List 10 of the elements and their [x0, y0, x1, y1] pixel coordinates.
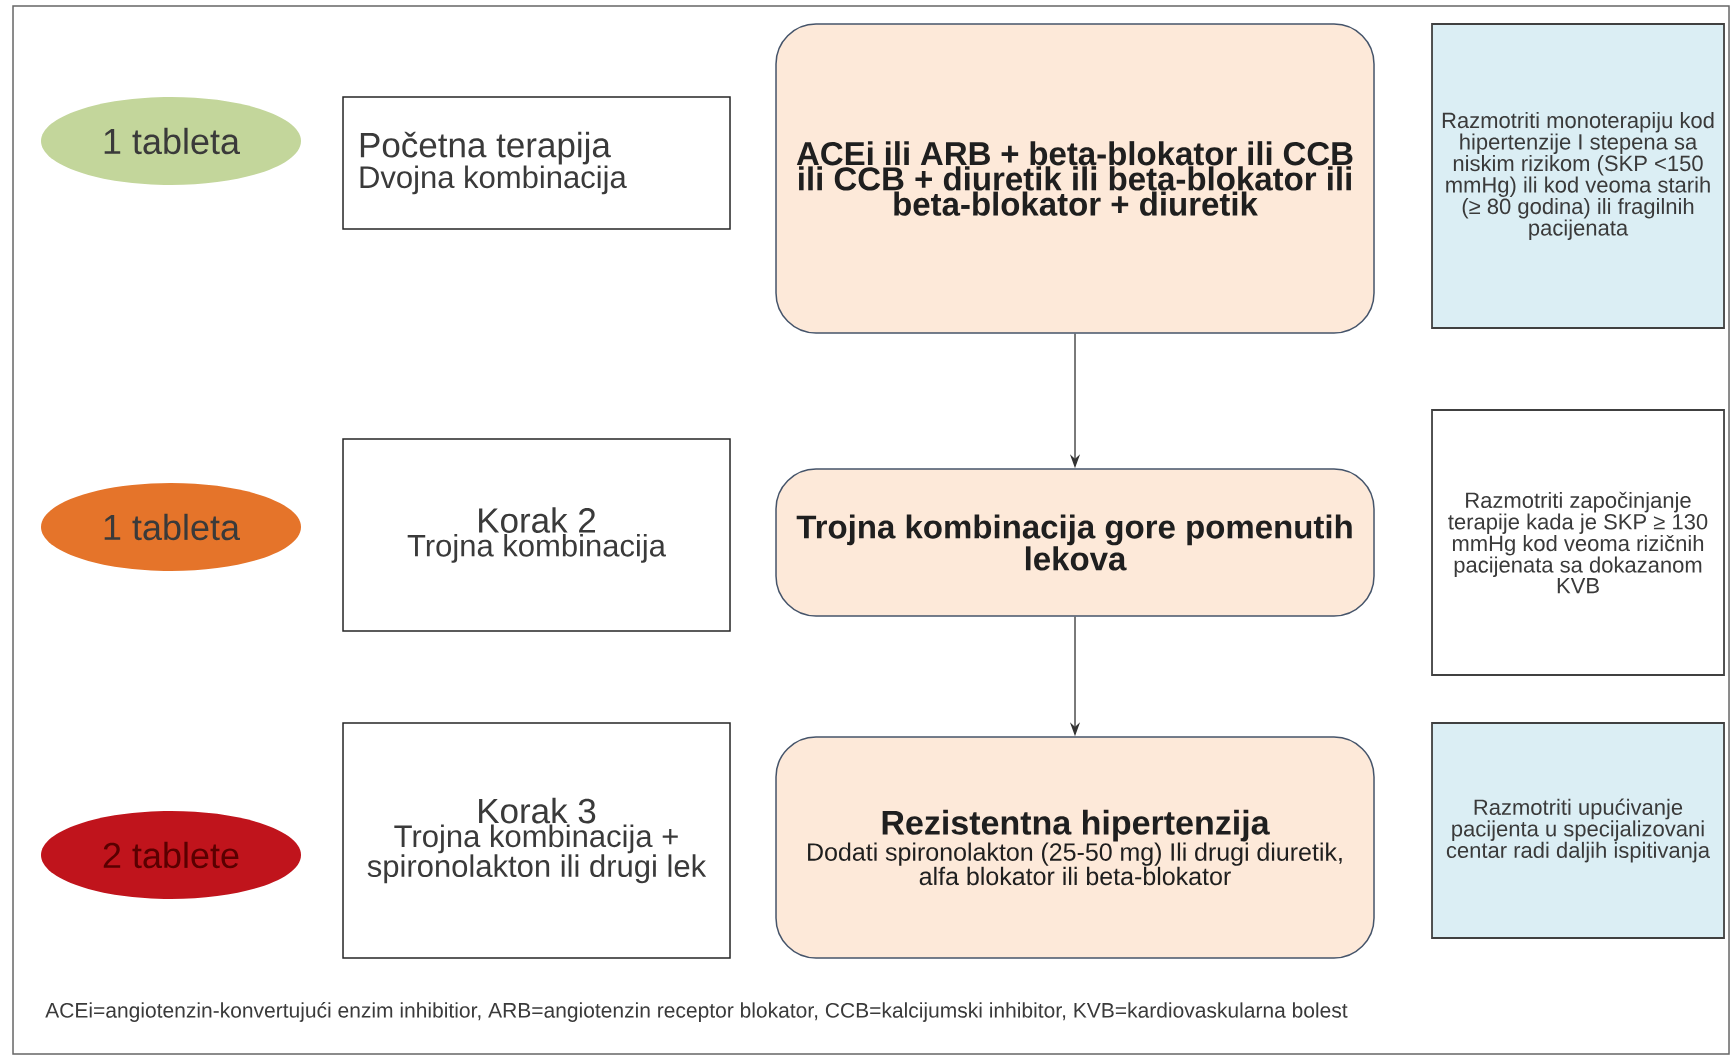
footnote: ACEi=angiotenzin-konvertujući enzim inhibitior, ARB=angiotenzin receptor blokator, CCB=kalcijumski inhibitor, KVB=kardiovaskularna bolest: [45, 1002, 1348, 1022]
step-box: Korak 2 Trojna kombinacija: [342, 438, 731, 632]
note-box: Razmotriti započinjanje terapije kada je SKP ≥ 130 mmHg kod veoma rizičnih pacijenata sa dokazanom KVB: [1431, 409, 1725, 676]
therapy-box: ACEi ili ARB + beta-blokator ili CCB ili CCB + diuretik ili beta-blokator ili beta-blokator + diuretik: [775, 23, 1375, 334]
note-box: Razmotriti upućivanje pacijenta u specijalizovani centar radi daljih ispitivanja: [1431, 722, 1725, 939]
step-box: Korak 3 Trojna kombinacija + spironolakton ili drugi lek: [342, 722, 731, 959]
therapy-box: Trojna kombinacija gore pomenutih lekova: [775, 468, 1375, 617]
note-box: Razmotriti monoterapiju kod hipertenzije I stepena sa niskim rizikom (SKP <150 mmHg) ili kod veoma starih (≥ 80 godina) ili fragilnih pacijenata: [1431, 23, 1725, 329]
therapy-box: Rezistentna hipertenzija Dodati spironolakton (25-50 mg) Ili drugi diuretik, alfa blokator ili beta-blokator: [775, 736, 1375, 959]
step-box: Početna terapija Dvojna kombinacija: [342, 96, 731, 230]
